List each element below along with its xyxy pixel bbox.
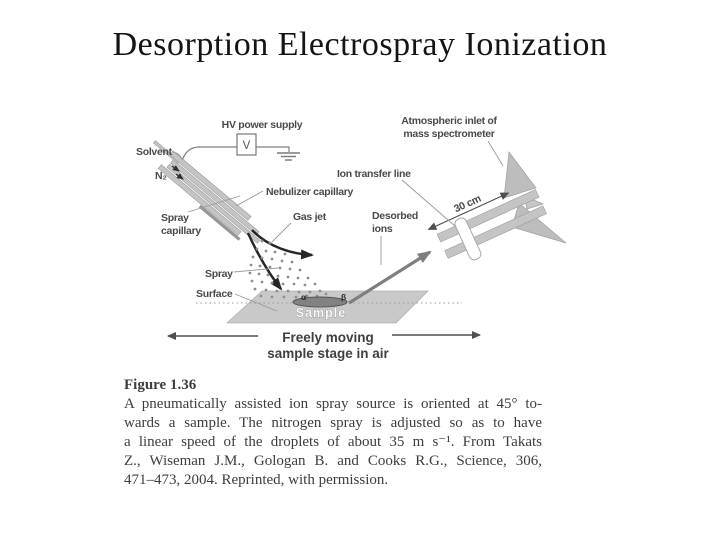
nebulizer-capillary-label: Nebulizer capillary <box>266 186 354 198</box>
hv-circuit: V HV power supply <box>181 119 303 162</box>
page-title: Desorption Electrospray Ionization <box>112 26 608 63</box>
stage-label-line1: Freely moving <box>282 330 374 345</box>
spray-droplets <box>248 239 328 299</box>
figure-caption: Figure 1.36 A pneumatically assisted ion… <box>124 376 542 490</box>
alpha-angle-label: α <box>301 292 307 302</box>
figure-caption-heading: Figure 1.36 <box>124 377 197 393</box>
solvent-label: Solvent <box>136 146 173 158</box>
distance-arrow <box>427 192 510 230</box>
capillary-tip-shadow <box>198 204 241 241</box>
figure-caption-line: Z., Wiseman J.M., Gologan B. and Cooks R… <box>124 453 542 469</box>
nitrogen-flow-arrows <box>171 165 184 180</box>
sample-label: Sample <box>296 306 346 320</box>
stage-motion-annotation: Freely moving sample stage in air <box>167 330 481 361</box>
leader-lines <box>172 140 504 312</box>
beta-angle-label: β <box>341 292 346 302</box>
surface-label: Surface <box>196 288 233 300</box>
figure-caption-line: A pneumatically assisted ion spray sourc… <box>124 396 542 412</box>
ms-inlet-upper-triangle <box>503 151 537 199</box>
stage-label-line2: sample stage in air <box>267 346 389 361</box>
nitrogen-label: N₂ <box>155 170 167 182</box>
atmospheric-inlet-label-line1: Atmospheric inlet of <box>401 115 497 127</box>
gas-jet-upper-curve <box>251 229 314 260</box>
nebulizer-capillary-inner-top <box>170 159 260 236</box>
voltmeter-symbol: V <box>243 140 251 152</box>
atmospheric-inlet-label-line2: mass spectrometer <box>403 128 494 140</box>
spray-capillary-label-line2: capillary <box>161 225 201 237</box>
figure-caption-line: a linear speed of the droplets of about … <box>124 434 542 450</box>
spray-capillary-label-line1: Spray <box>161 212 189 224</box>
figure-caption-line: wards a sample. The nitrogen spray is ad… <box>124 415 542 431</box>
hv-wire-left <box>181 146 237 162</box>
figure-caption-line: 471–473, 2004. Reprinted, with permissio… <box>124 472 389 488</box>
voltmeter-box <box>236 133 257 156</box>
ms-inlet-lower-triangle <box>511 202 567 244</box>
spray-label: Spray <box>205 268 233 280</box>
ground-symbol-icon <box>277 152 300 161</box>
sample-spot <box>292 296 348 308</box>
ion-transfer-line-label: Ion transfer line <box>337 168 411 180</box>
gas-jet-lower-curve <box>246 232 283 291</box>
gas-jet-label: Gas jet <box>293 211 327 223</box>
hv-wire-right <box>256 146 290 152</box>
hv-power-supply-label: HV power supply <box>222 119 303 131</box>
desorbed-ions-label-line1: Desorbed <box>372 210 418 222</box>
desorbed-ions-label-line2: ions <box>372 223 393 235</box>
desorbed-ions-arrow <box>348 250 432 305</box>
nebulizer-capillary-outer-top <box>169 150 252 221</box>
nebulizer-capillary-outer-bottom <box>157 164 242 236</box>
